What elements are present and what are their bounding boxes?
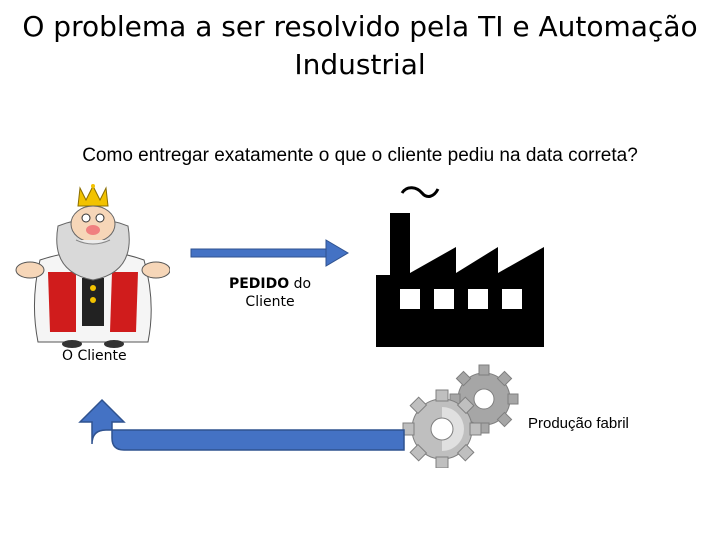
slide-subtitle: Como entregar exatamente o que o cliente… xyxy=(82,145,638,166)
curved-arrow-icon xyxy=(78,398,405,451)
order-label: PEDIDO do Cliente xyxy=(220,275,320,311)
order-label-rest: do xyxy=(289,276,312,292)
slide-title-line1: O problema a ser resolvido pela TI e Aut… xyxy=(22,10,698,43)
order-label-line2: Cliente xyxy=(245,294,295,310)
king-icon xyxy=(15,184,170,348)
arrow-right-icon xyxy=(190,239,349,267)
production-label: Produção fabril xyxy=(528,415,629,432)
gears-icon xyxy=(402,364,519,468)
factory-icon xyxy=(376,186,544,347)
order-label-bold: PEDIDO xyxy=(228,276,290,292)
client-label: O Cliente xyxy=(62,348,127,364)
slide-title: O problema a ser resolvido pela TI e Aut… xyxy=(0,8,720,84)
slide-title-line2: Industrial xyxy=(294,48,426,81)
order-label-line1: PEDIDO do xyxy=(220,275,320,293)
